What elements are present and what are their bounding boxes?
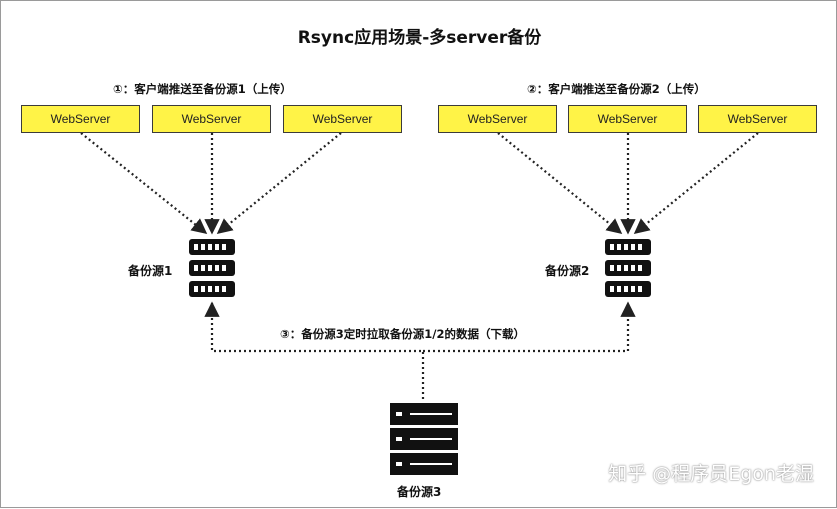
- server-rack-icon: [189, 239, 235, 297]
- pull-path: [204, 301, 425, 399]
- pull-path-right: [423, 301, 636, 353]
- arrow-ws2a-to-backup2: [497, 132, 623, 234]
- webserver-box: WebServer: [152, 105, 271, 133]
- watermark: 知乎 @程序员Egon老湿: [608, 463, 814, 485]
- backup-source-1-label: 备份源1: [128, 264, 173, 278]
- diagram-title: Rsync应用场景-多server备份: [297, 28, 542, 48]
- server-rack-icon: [605, 239, 651, 297]
- step1-label: ①：客户端推送至备份源1（上传）: [113, 82, 292, 96]
- backup-source-3-label: 备份源3: [397, 485, 442, 499]
- webserver-box: WebServer: [283, 105, 402, 133]
- webserver-box: WebServer: [568, 105, 687, 133]
- arrow-ws1c-to-backup1: [216, 132, 342, 234]
- server-rack-icon: [390, 403, 458, 475]
- webserver-box: WebServer: [698, 105, 817, 133]
- webserver-box: WebServer: [438, 105, 557, 133]
- step2-label: ②：客户端推送至备份源2（上传）: [527, 82, 706, 96]
- webserver-box: WebServer: [21, 105, 140, 133]
- backup-source-2-label: 备份源2: [545, 264, 590, 278]
- arrow-ws2c-to-backup2: [633, 132, 759, 234]
- arrow-ws1a-to-backup1: [80, 132, 208, 234]
- step3-label: ③：备份源3定时拉取备份源1/2的数据（下载）: [280, 327, 525, 341]
